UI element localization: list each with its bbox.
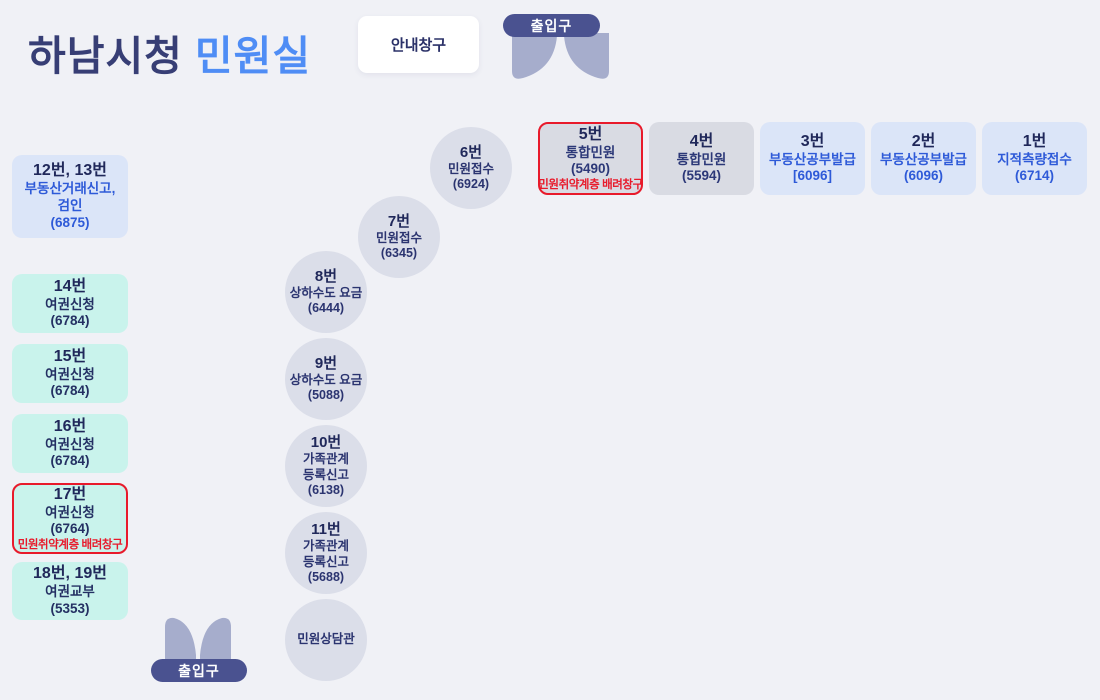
window-service: 검인 [57,198,83,214]
window-service: 상하수도 요금 [289,372,363,387]
window-number: 10번 [310,433,342,451]
window-phone: (6096) [903,168,944,184]
window-number: 18번, 19번 [33,565,107,583]
priority-window-note: 민원취약계층 배려창구 [17,539,123,552]
window-number: 8번 [314,267,338,285]
window-service: 여권신청 [45,366,95,382]
window-box-5: 5번 통합민원 (5490) 민원취약계층 배려창구 [538,122,643,195]
window-phone: (6444) [307,301,345,316]
window-phone: [6096] [792,168,833,184]
window-service: 가족관계 [302,539,349,554]
window-box-4: 4번 통합민원 (5594) [649,122,754,195]
window-phone: (6784) [50,313,90,329]
window-service: 부동산거래신고, [24,181,116,197]
window-number: 4번 [689,132,714,150]
window-number: 9번 [314,354,338,372]
window-number: 5번 [578,125,603,143]
window-phone: (6784) [50,453,90,469]
window-service: 민원접수 [447,161,494,176]
info-desk-box: 안내창구 [358,16,479,73]
page-title-room: 민원실 [194,33,312,79]
priority-window-note: 민원취약계층 배려창구 [538,179,643,192]
window-circle-11: 11번 가족관계 등록신고 (5688) [285,512,367,594]
window-number: 1번 [1022,132,1047,150]
window-service: 등록신고 [302,467,349,482]
window-phone: (6924) [452,177,490,192]
window-box-2: 2번 부동산공부발급 (6096) [871,122,976,195]
window-circle-7: 7번 민원접수 (6345) [358,196,440,278]
window-box-14: 14번 여권신청 (6784) [12,274,128,333]
window-service: 여권신청 [45,504,95,520]
window-phone: (6764) [50,521,90,537]
window-number: 15번 [53,347,87,365]
window-phone: (6345) [380,246,418,261]
window-number: 3번 [800,132,825,150]
window-service: 가족관계 [302,452,349,467]
window-box-16: 16번 여권신청 (6784) [12,414,128,473]
window-circle-9: 9번 상하수도 요금 (5088) [285,338,367,420]
window-service: 부동산공부발급 [880,151,967,167]
window-circle-10: 10번 가족관계 등록신고 (6138) [285,425,367,507]
window-box-18-19: 18번, 19번 여권교부 (5353) [12,562,128,620]
window-service: 통합민원 [565,144,616,160]
window-service: 민원접수 [375,230,422,245]
window-box-1: 1번 지적측량접수 (6714) [982,122,1087,195]
window-phone: (5594) [681,168,722,184]
page-title-org: 하남시청 [28,33,183,79]
window-service: 민원상담관 [297,632,355,647]
window-box-3: 3번 부동산공부발급 [6096] [760,122,865,195]
window-phone: (5088) [307,388,345,403]
window-service: 여권신청 [45,436,95,452]
window-circle-6: 6번 민원접수 (6924) [430,127,512,209]
window-service: 상하수도 요금 [289,285,363,300]
window-service: 등록신고 [302,554,349,569]
window-service: 지적측량접수 [997,151,1072,167]
window-number: 16번 [53,417,87,435]
window-number: 6번 [459,143,483,161]
window-phone: (5490) [570,161,611,177]
window-phone: (5688) [307,569,345,584]
entrance-top-label: 출입구 [530,17,573,34]
window-box-12-13: 12번, 13번 부동산거래신고, 검인 (6875) [12,155,128,238]
window-circle-8: 8번 상하수도 요금 (6444) [285,251,367,333]
window-number: 7번 [387,212,411,230]
window-service: 여권교부 [45,584,95,600]
window-phone: (6875) [50,214,90,230]
window-service: 통합민원 [676,151,727,167]
window-number: 12번, 13번 [33,162,107,180]
window-phone: (6714) [1014,168,1055,184]
window-phone: (6784) [50,383,90,399]
entrance-bottom-badge: 출입구 [151,659,247,682]
window-number: 2번 [911,132,936,150]
window-service: 부동산공부발급 [769,151,856,167]
info-desk-label: 안내창구 [390,37,447,54]
window-box-15: 15번 여권신청 (6784) [12,344,128,403]
window-service: 여권신청 [45,296,95,312]
window-box-17: 17번 여권신청 (6764) 민원취약계층 배려창구 [12,483,128,554]
window-number: 11번 [311,520,341,538]
window-circle-counselor: 민원상담관 [285,599,367,681]
entrance-bottom-label: 출입구 [178,662,220,679]
window-number: 17번 [53,485,87,503]
entrance-door-icon [512,33,609,79]
window-number: 14번 [53,277,87,295]
entrance-door-icon [165,617,231,660]
window-phone: (5353) [50,600,90,616]
entrance-top-badge: 출입구 [503,14,600,37]
window-phone: (6138) [307,482,345,497]
